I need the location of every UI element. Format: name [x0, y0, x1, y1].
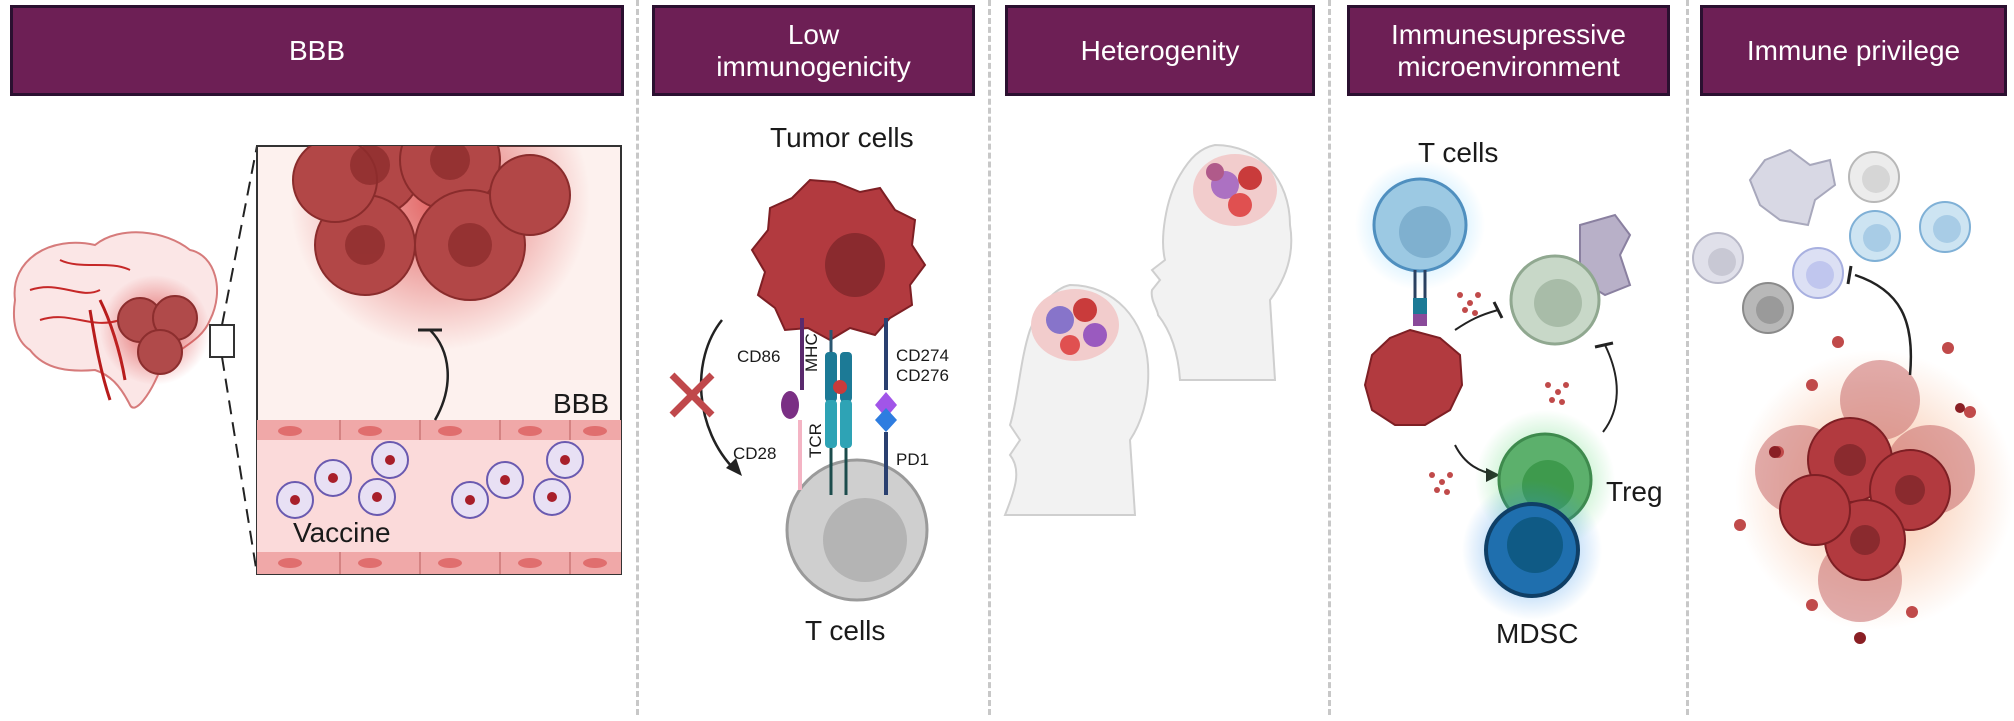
divider-2: [988, 0, 991, 715]
tumor-cells-label: Tumor cells: [770, 122, 914, 153]
tcr-label: TCR: [806, 423, 825, 458]
t-cell-icon: [785, 458, 929, 602]
tumor-cell-icon: [750, 178, 927, 342]
divider-4: [1686, 0, 1689, 715]
pd1-label: PD1: [896, 450, 930, 469]
cd86-label: CD86: [737, 347, 781, 366]
t-cells-label: T cells: [805, 615, 886, 646]
header-heterogenity: Heterogenity: [1005, 5, 1315, 96]
brain-with-tumor-icon: [12, 231, 219, 409]
divider-1: [636, 0, 639, 715]
scattered-cells: [1734, 336, 1976, 618]
header-low-immunogenicity: Low immunogenicity: [652, 5, 975, 96]
receptor-binding: [1413, 270, 1427, 326]
zoomed-bbb-view: [256, 145, 622, 575]
vaccine-particles: [276, 441, 584, 519]
bbb-label: BBB: [553, 388, 610, 419]
tumor-mass-icon: [1755, 360, 1975, 622]
mdsc-label: MDSC: [1496, 618, 1579, 649]
cd86-cd28-pair: [781, 318, 804, 490]
t-cell-blue-icon: [1372, 177, 1468, 273]
vaccine-label: Vaccine: [293, 517, 391, 548]
tumor-cell-small-icon: [1363, 328, 1464, 426]
inhibited-cell-icon: [1509, 213, 1632, 346]
mhc-tcr-complex: [825, 330, 852, 495]
pd1-ligand-pair: [875, 318, 897, 495]
cytokine-dots: [1429, 292, 1569, 495]
immuno-t-cells-label: T cells: [1418, 137, 1499, 168]
header-immunosuppressive: Immunesupressive microenvironment: [1347, 5, 1670, 96]
divider-3: [1328, 0, 1331, 715]
header-bbb: BBB: [10, 5, 624, 96]
mhc-label: MHC: [802, 333, 821, 372]
cd276-label: CD276: [896, 366, 949, 385]
immune-cells-privilege: [1692, 148, 1971, 334]
brain-icon-back: [1193, 154, 1277, 226]
zoom-box: [209, 324, 235, 358]
header-immune-privilege: Immune privilege: [1700, 5, 2007, 96]
mdsc-cell-icon: [1484, 502, 1580, 598]
cd274-label: CD274: [896, 346, 949, 365]
treg-label: Treg: [1606, 476, 1663, 507]
cd28-label: CD28: [733, 444, 777, 463]
blocked-costimulation-icon: [669, 319, 742, 476]
brain-icon-front: [1031, 289, 1119, 361]
